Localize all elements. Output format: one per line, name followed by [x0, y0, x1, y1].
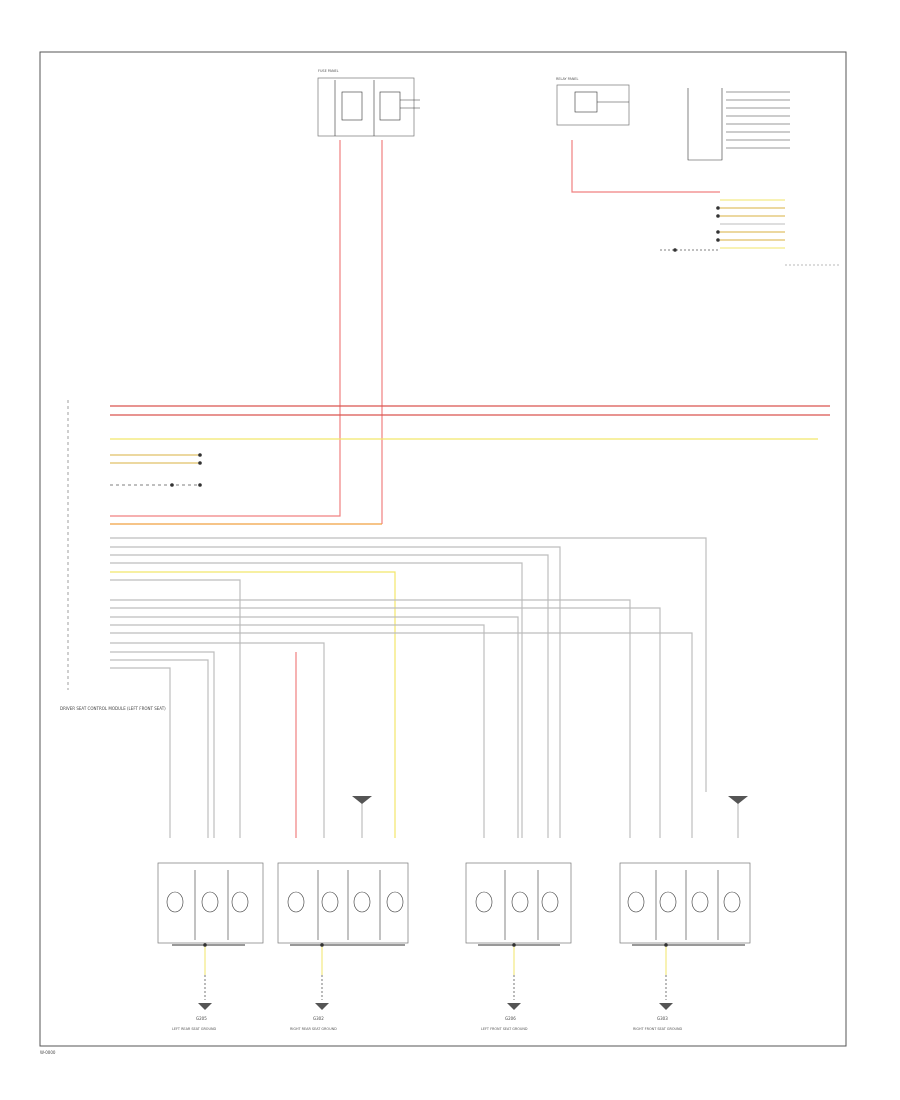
- diagram-frame: [39, 51, 847, 1047]
- ground-1: [198, 943, 212, 1010]
- ground-code-2: G302: [313, 1016, 324, 1021]
- ground-2: [315, 943, 329, 1010]
- seat-box-2: [277, 862, 409, 946]
- top-relay-label: RELAY PANEL: [556, 77, 578, 81]
- ground-label-1: LEFT REAR SEAT GROUND: [172, 1027, 216, 1031]
- footer-code: W-0000: [40, 1050, 56, 1055]
- lower-bundle: [110, 537, 739, 838]
- seat-box-4: [619, 862, 751, 946]
- top-fuse-label: FUSE PANEL: [318, 69, 339, 73]
- top-fuse-block: [317, 77, 420, 137]
- ground-label-3: LEFT FRONT SEAT GROUND: [481, 1027, 528, 1031]
- bus-lines: [110, 405, 830, 487]
- ground-code-3: G206: [505, 1016, 516, 1021]
- ground-3: [507, 943, 521, 1010]
- ground-label-2: RIGHT REAR SEAT GROUND: [290, 1027, 337, 1031]
- main-control-label: DRIVER SEAT CONTROL MODULE (LEFT FRONT S…: [60, 706, 166, 711]
- right-connector-cluster: [660, 199, 840, 266]
- ground-code-1: G205: [196, 1016, 207, 1021]
- top-red-wires: [110, 140, 720, 525]
- ground-code-4: G303: [657, 1016, 668, 1021]
- top-relay-block: [556, 84, 630, 126]
- seat-box-3: [465, 862, 572, 946]
- top-right-connector: [687, 88, 790, 161]
- ground-4: [659, 943, 673, 1010]
- upper-ground-markers: [352, 796, 748, 804]
- seat-box-1: [157, 862, 264, 946]
- ground-label-4: RIGHT FRONT SEAT GROUND: [633, 1027, 683, 1031]
